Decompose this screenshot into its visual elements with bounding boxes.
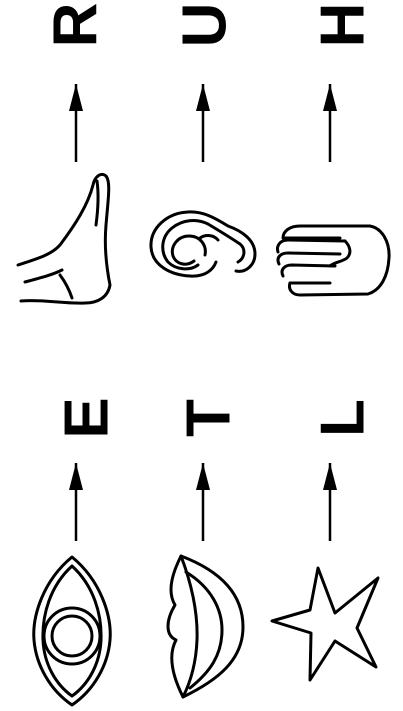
arrow-head-icon xyxy=(69,463,83,490)
letter-l: L xyxy=(309,399,378,437)
row-2-arrows xyxy=(69,463,337,541)
arrow-head-icon xyxy=(323,84,337,111)
letter-r: R xyxy=(42,3,111,48)
arrow-head-icon xyxy=(196,84,210,111)
hand-icon xyxy=(277,226,389,295)
row-2-letters: E T L xyxy=(53,397,378,438)
letter-u: U xyxy=(171,3,240,48)
eye-icon xyxy=(34,557,110,705)
foot-icon xyxy=(18,174,110,303)
row-1-letters: R U H xyxy=(42,3,378,48)
letter-t: T xyxy=(175,399,244,437)
letter-e: E xyxy=(53,397,122,438)
star-icon xyxy=(272,568,378,680)
arrow-head-icon xyxy=(323,463,337,490)
arrow-head-icon xyxy=(69,84,83,111)
letter-h: H xyxy=(309,3,378,48)
row-1-arrows xyxy=(69,84,337,162)
arrow-head-icon xyxy=(196,463,210,490)
lips-icon xyxy=(168,556,243,697)
ear-icon xyxy=(151,212,255,276)
